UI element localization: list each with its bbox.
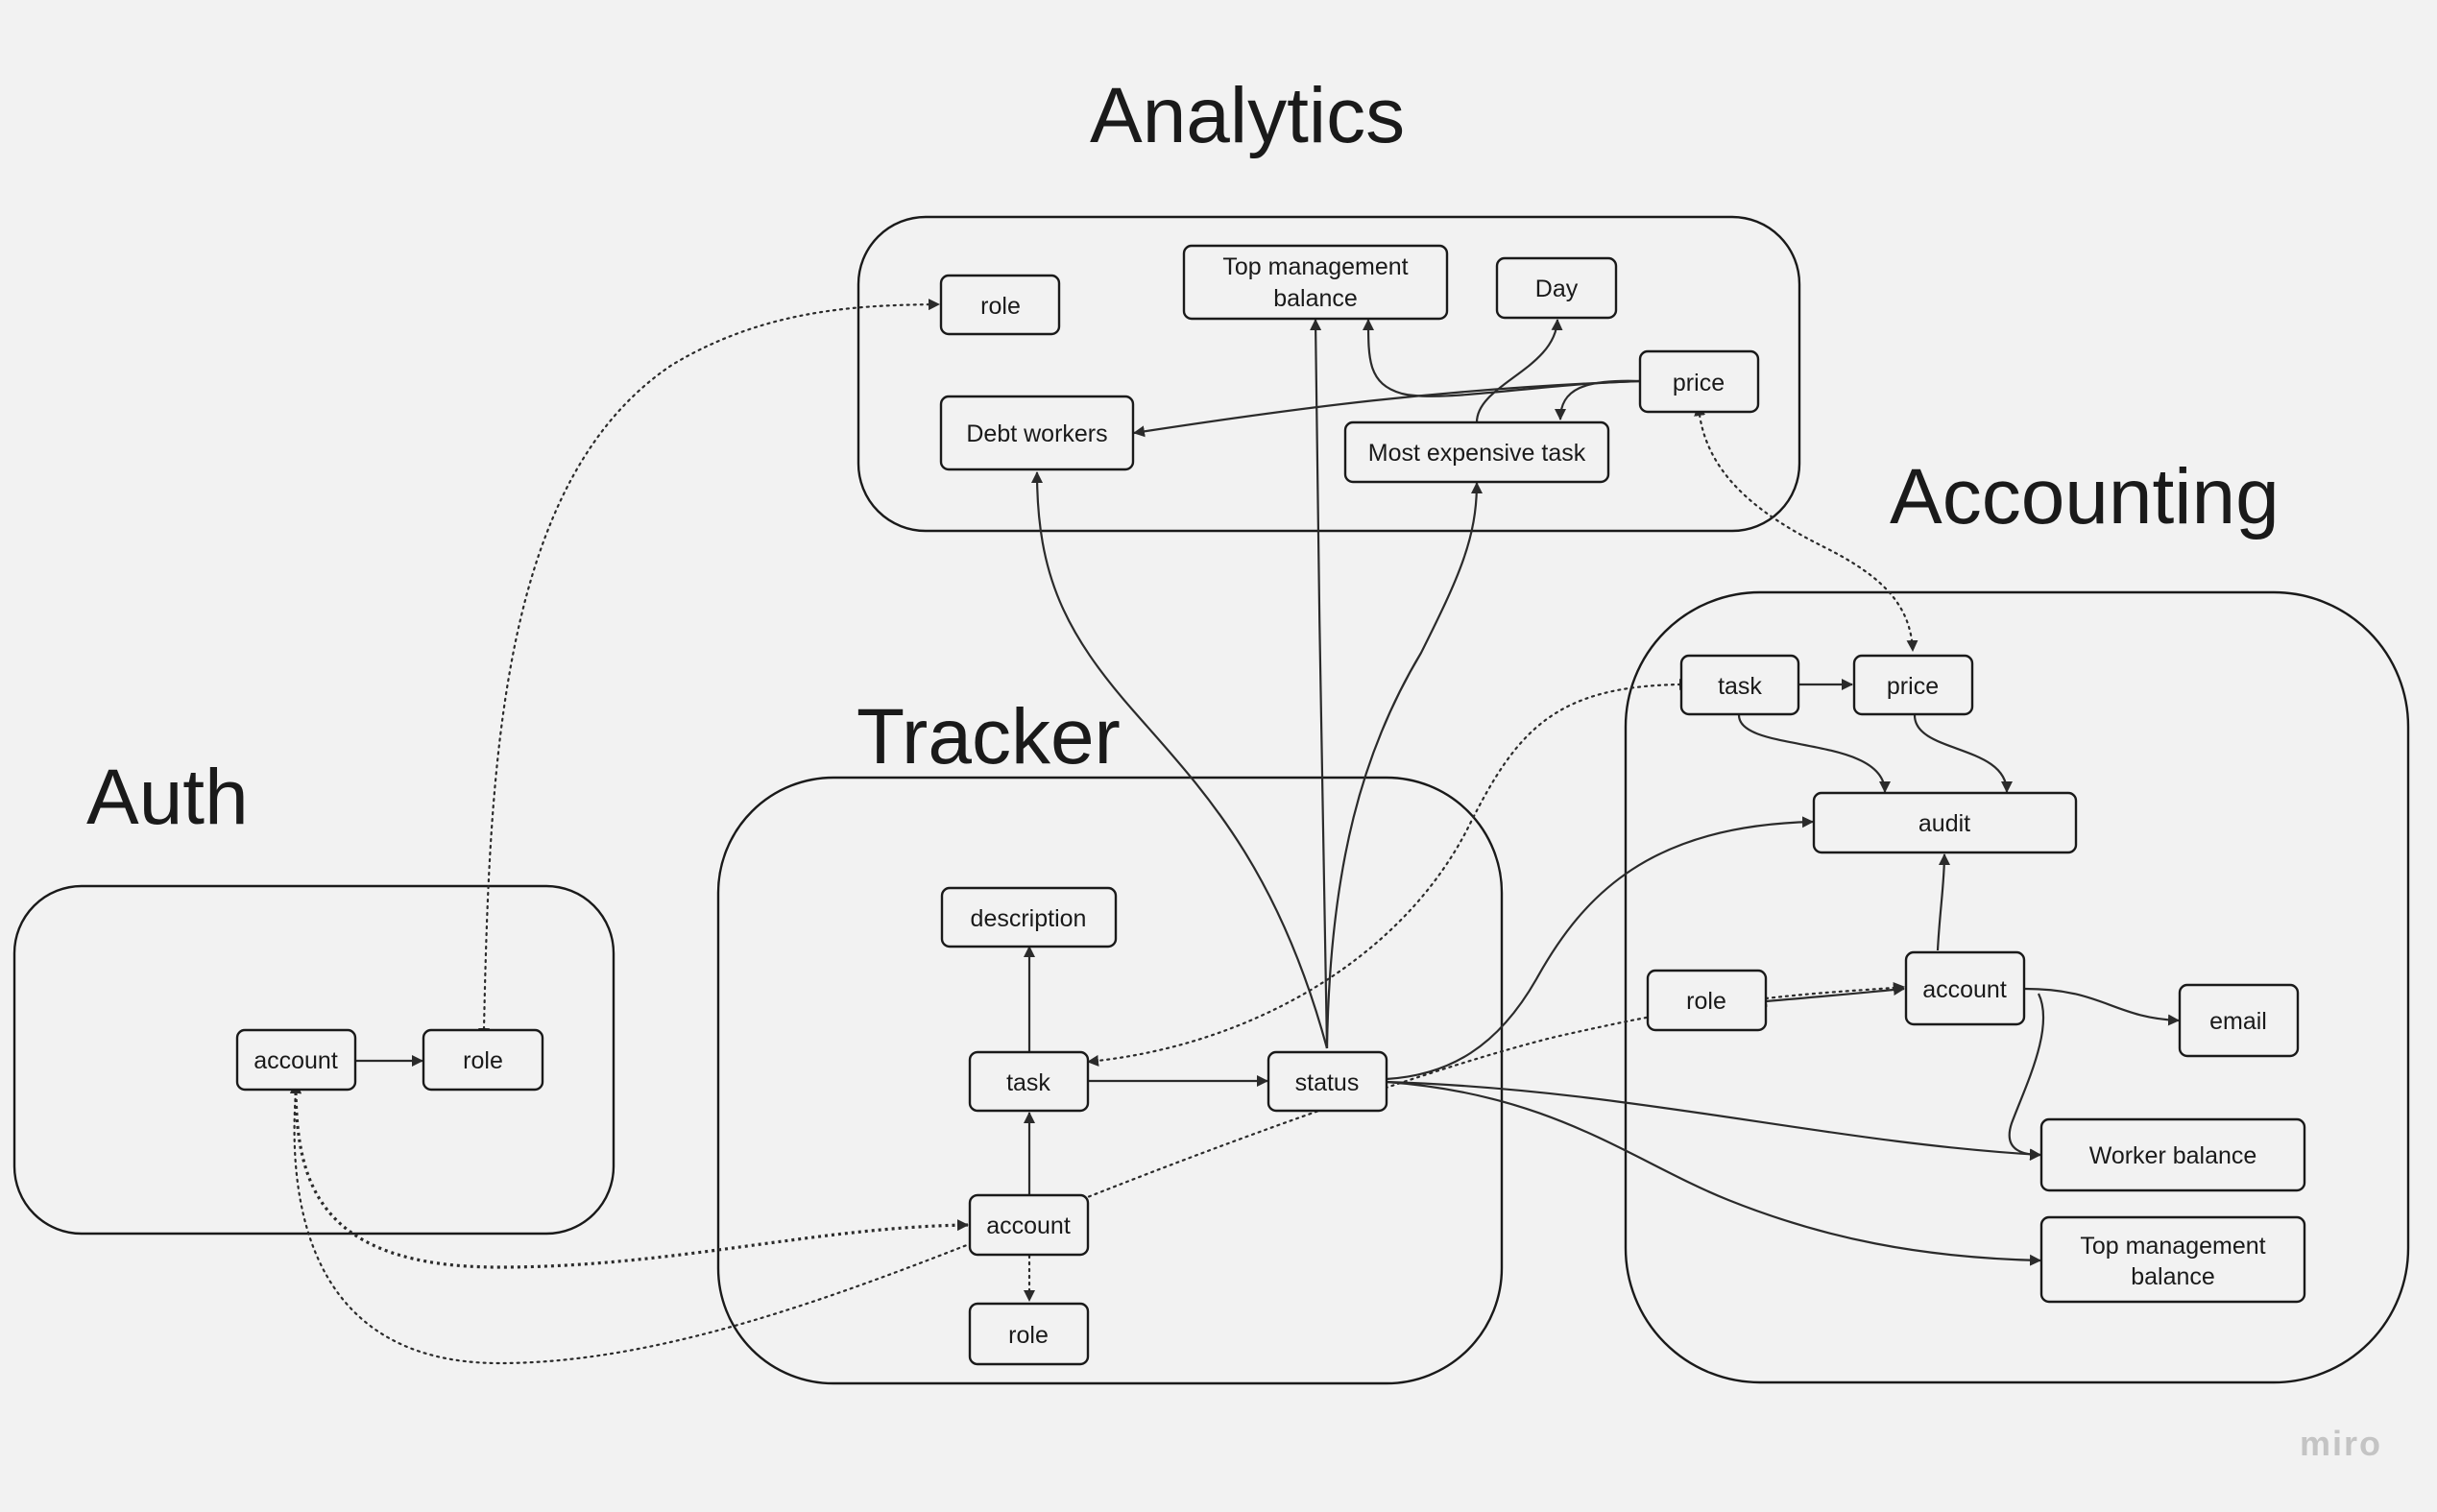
analytics-debt-workers-label: Debt workers	[966, 420, 1107, 447]
edge-status-to-top-management[interactable]	[1310, 319, 1329, 1049]
accounting-worker-balance-node[interactable]: Worker balance	[2039, 1117, 2306, 1192]
analytics-top-management-label-line2: balance	[1273, 285, 1358, 312]
tracker-task-node[interactable]: task	[968, 1050, 1090, 1113]
tracker-task-label: task	[1006, 1069, 1050, 1096]
edge-status-to-audit[interactable]	[1386, 816, 1814, 1081]
tracker-description-node[interactable]: description	[940, 886, 1118, 948]
accounting-task-label: task	[1718, 673, 1762, 700]
analytics-most-expensive-task-node[interactable]: Most expensive task	[1343, 420, 1610, 484]
accounting-email-label: email	[2209, 1008, 2267, 1035]
edge-most-expensive-to-day[interactable]	[1475, 319, 1563, 423]
edge-accounting-task-to-tracker-task[interactable]	[1086, 679, 1691, 1067]
auth-title: Auth	[86, 754, 249, 841]
accounting-account-label: account	[1922, 976, 2007, 1003]
accounting-audit-label: audit	[1918, 810, 1970, 837]
tracker-status-node[interactable]: status	[1267, 1050, 1388, 1113]
accounting-email-node[interactable]: email	[2178, 983, 2300, 1058]
edge-price-to-top-management[interactable]	[1363, 319, 1641, 397]
tracker-title: Tracker	[857, 693, 1121, 780]
accounting-audit-node[interactable]: audit	[1812, 791, 2078, 854]
analytics-role-node[interactable]: role	[939, 274, 1061, 336]
edge-account-to-email[interactable]	[2024, 987, 2180, 1026]
tracker-role-node[interactable]: role	[968, 1302, 1090, 1366]
analytics-top-management-label-line1: Top management	[1222, 253, 1408, 280]
analytics-top-management-balance-node[interactable]: Top management balance	[1182, 244, 1449, 321]
edge-account-to-worker-balance[interactable]	[2008, 993, 2045, 1161]
miro-watermark-logo: miro	[2300, 1424, 2382, 1463]
edge-account-to-audit[interactable]	[1936, 853, 1950, 951]
accounting-top-management-label-line2: balance	[2131, 1263, 2215, 1290]
auth-role-node[interactable]: role	[422, 1028, 544, 1092]
edge-price-to-debt-workers[interactable]	[1133, 379, 1641, 438]
accounting-top-management-label-line1: Top management	[2080, 1233, 2265, 1260]
tracker-status-label: status	[1295, 1069, 1360, 1096]
edge-status-to-worker-balance[interactable]	[1386, 1080, 2041, 1161]
analytics-most-expensive-label: Most expensive task	[1368, 440, 1586, 467]
auth-account-label: account	[253, 1047, 338, 1074]
edge-analytics-price-to-accounting-price[interactable]	[1694, 404, 1918, 653]
analytics-debt-workers-node[interactable]: Debt workers	[939, 395, 1135, 471]
edge-accounting-role-to-account-dotted[interactable]	[1764, 982, 1906, 1000]
auth-account-node[interactable]: account	[235, 1028, 357, 1092]
analytics-price-label: price	[1673, 370, 1725, 396]
analytics-day-node[interactable]: Day	[1495, 256, 1618, 320]
tracker-role-label: role	[1008, 1322, 1049, 1349]
accounting-task-node[interactable]: task	[1679, 654, 1800, 716]
tracker-account-label: account	[986, 1212, 1071, 1239]
edge-account-role-bidirectional[interactable]	[1755, 984, 1905, 1007]
edge-auth-account-to-accounting-role[interactable]	[289, 996, 1768, 1365]
edge-auth-account-to-tracker-account[interactable]	[290, 1082, 969, 1269]
analytics-role-label: role	[980, 293, 1021, 320]
accounting-top-management-balance-node[interactable]: Top management balance	[2039, 1215, 2306, 1304]
accounting-price-label: price	[1887, 673, 1939, 700]
accounting-price-node[interactable]: price	[1852, 654, 1974, 716]
auth-container[interactable]	[12, 884, 615, 1236]
edge-task-to-audit[interactable]	[1737, 714, 1891, 793]
analytics-day-label: Day	[1535, 276, 1579, 302]
accounting-account-node[interactable]: account	[1904, 950, 2026, 1026]
accounting-title: Accounting	[1890, 453, 2280, 540]
tracker-account-node[interactable]: account	[968, 1193, 1090, 1257]
auth-role-label: role	[463, 1047, 503, 1074]
accounting-worker-balance-label: Worker balance	[2089, 1142, 2257, 1169]
edge-status-to-top-management-balance[interactable]	[1386, 1080, 2041, 1266]
edge-auth-role-to-analytics-role[interactable]	[478, 299, 941, 1040]
accounting-role-node[interactable]: role	[1646, 969, 1768, 1032]
edge-price-to-audit[interactable]	[1913, 714, 2013, 793]
accounting-role-label: role	[1686, 988, 1726, 1015]
edge-price-to-most-expensive[interactable]	[1555, 379, 1641, 420]
analytics-price-node[interactable]: price	[1638, 349, 1760, 414]
analytics-title: Analytics	[1090, 72, 1405, 159]
tracker-description-label: description	[971, 905, 1087, 932]
